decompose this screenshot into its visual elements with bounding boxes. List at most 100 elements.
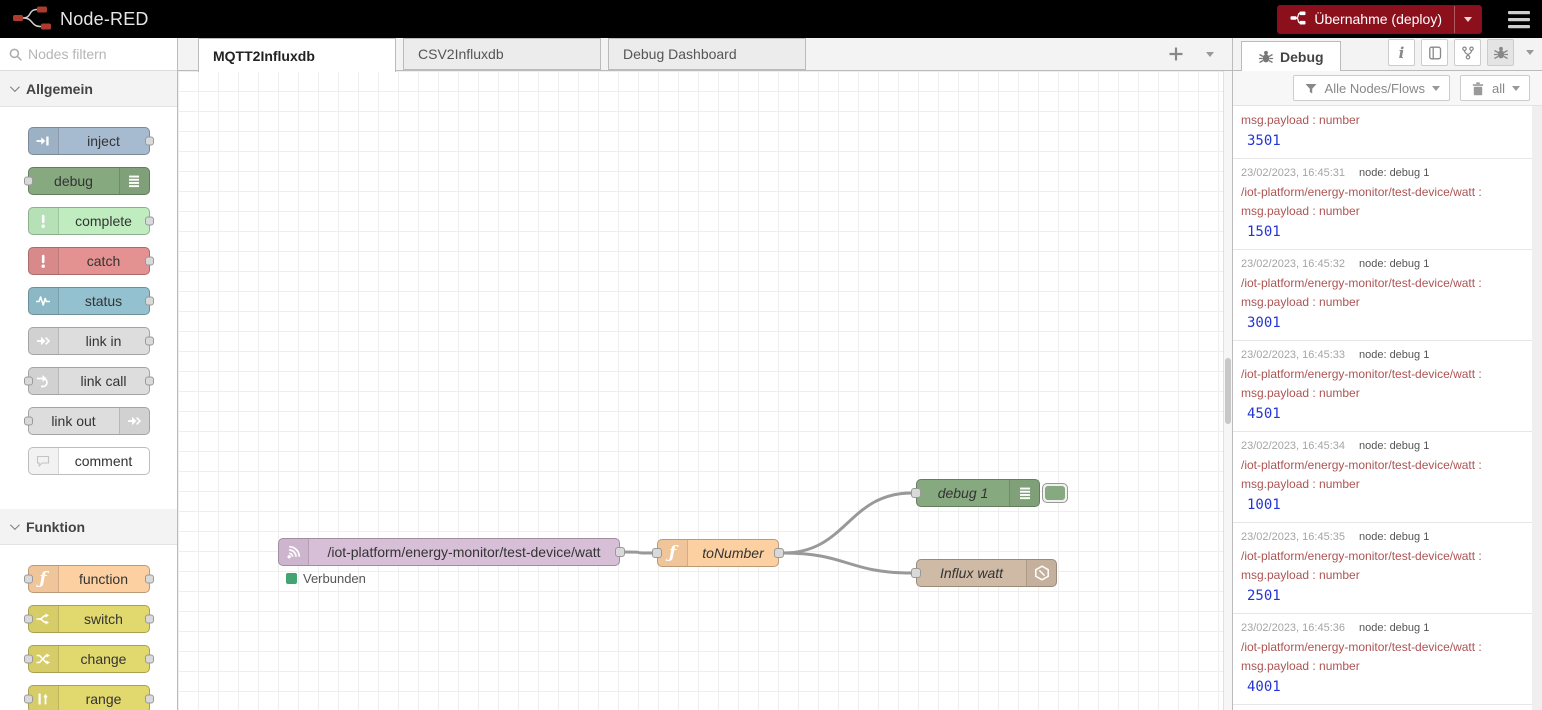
comment-icon	[28, 448, 59, 474]
flow-list-caret[interactable]	[1206, 51, 1214, 57]
node-red-logo-icon	[12, 5, 52, 34]
palette-node-link-out[interactable]: link out	[23, 407, 150, 435]
catch-icon	[28, 248, 59, 274]
node-port-in[interactable]	[23, 176, 33, 186]
sidebar-tabs-caret[interactable]	[1526, 50, 1534, 55]
debug-value: 1001	[1247, 497, 1281, 513]
palette-node-debug[interactable]: debug	[23, 167, 150, 195]
palette-node-link-in[interactable]: link in	[27, 327, 154, 355]
debug-clear-label: all	[1491, 80, 1505, 96]
flow-node-debug-1[interactable]: debug 1	[911, 479, 1040, 507]
bug-icon	[1258, 49, 1273, 64]
debug-topic: /iot-platform/energy-monitor/test-device…	[1241, 549, 1482, 563]
palette-node-range[interactable]: range	[23, 685, 154, 710]
node-port-out[interactable]	[144, 654, 154, 664]
palette-node-label: comment	[74, 453, 133, 469]
flow-node-label: /iot-platform/energy-monitor/test-device…	[327, 544, 601, 560]
add-flow-button[interactable]	[1168, 46, 1184, 62]
palette-node-label: switch	[84, 611, 123, 627]
node-port-out[interactable]	[144, 614, 154, 624]
debug-value: 3001	[1247, 315, 1281, 331]
wire-mqtt-in-to-to-number[interactable]	[622, 550, 655, 555]
status-icon	[28, 288, 59, 314]
wire-to-number-to-influx-watt[interactable]	[781, 551, 914, 575]
wire-to-number-to-debug-1[interactable]	[781, 491, 914, 555]
debug-property: msg.payload : number	[1241, 477, 1360, 491]
canvas-scrollbar[interactable]	[1223, 71, 1232, 710]
node-port-in[interactable]	[23, 416, 33, 426]
node-port-out[interactable]	[615, 547, 625, 557]
palette-node-inject[interactable]: inject	[27, 127, 154, 155]
canvas-scrollbar-thumb[interactable]	[1225, 358, 1231, 424]
sidebar-tool-branch[interactable]	[1454, 39, 1481, 66]
node-port-in[interactable]	[23, 654, 33, 664]
main-menu-button[interactable]	[1508, 10, 1530, 29]
status-text: Verbunden	[303, 571, 366, 586]
node-port-in[interactable]	[23, 574, 33, 584]
debug-value: 4001	[1247, 679, 1281, 695]
palette-node-change[interactable]: change	[23, 645, 154, 673]
debug-value: 4501	[1247, 406, 1281, 422]
debug-topic: /iot-platform/energy-monitor/test-device…	[1241, 276, 1482, 290]
tab-debug-dashboard[interactable]: Debug Dashboard	[608, 38, 806, 70]
sidebar-tool-bug[interactable]	[1487, 39, 1514, 66]
node-port-out[interactable]	[144, 574, 154, 584]
node-port-in[interactable]	[23, 694, 33, 704]
debug-clear-button[interactable]: all	[1459, 75, 1530, 101]
tab-mqtt2influxdb[interactable]: MQTT2Influxdb	[198, 38, 396, 72]
sidebar-tool-info[interactable]: i	[1388, 39, 1415, 66]
debug-property: msg.payload : number	[1241, 204, 1360, 218]
palette-node-comment[interactable]: comment	[27, 447, 150, 475]
deploy-label: Übernahme (deploy)	[1314, 11, 1442, 27]
tab-csv2influxdb[interactable]: CSV2Influxdb	[403, 38, 601, 70]
debug-scrollbar[interactable]	[1532, 106, 1542, 710]
node-port-in[interactable]	[23, 614, 33, 624]
flow-node-influx-watt[interactable]: Influx watt	[911, 559, 1057, 587]
node-port-out[interactable]	[144, 376, 154, 386]
sidebar-tool-book[interactable]	[1421, 39, 1448, 66]
deploy-options-caret[interactable]	[1454, 5, 1481, 33]
palette-section-funktion[interactable]: Funktion	[0, 509, 177, 545]
node-port-out[interactable]	[144, 296, 154, 306]
node-port-in[interactable]	[911, 488, 921, 498]
node-port-in[interactable]	[911, 568, 921, 578]
flow-canvas[interactable]: /iot-platform/energy-monitor/test-device…	[178, 71, 1232, 710]
node-port-out[interactable]	[144, 336, 154, 346]
debug-property: msg.payload : number	[1241, 113, 1360, 127]
debug-filterbar: Alle Nodes/Flows all	[1233, 71, 1542, 106]
debug-enable-toggle[interactable]	[1042, 483, 1068, 503]
node-port-out[interactable]	[144, 256, 154, 266]
debug-value: 1501	[1247, 224, 1281, 240]
node-port-out[interactable]	[774, 548, 784, 558]
node-port-in[interactable]	[23, 376, 33, 386]
debug-filter-button[interactable]: Alle Nodes/Flows	[1292, 75, 1450, 101]
node-port-in[interactable]	[652, 548, 662, 558]
flow-node-mqtt-in[interactable]: /iot-platform/energy-monitor/test-device…	[278, 538, 625, 566]
tab-debug[interactable]: Debug	[1241, 41, 1341, 71]
palette-node-complete[interactable]: complete	[27, 207, 154, 235]
debug-tab-label: Debug	[1280, 48, 1324, 65]
palette-section-allgemein[interactable]: Allgemein	[0, 71, 177, 107]
info-icon: i	[1398, 43, 1405, 62]
link-in-icon	[28, 328, 59, 354]
deploy-button[interactable]: Übernahme (deploy)	[1277, 4, 1482, 34]
debug-toggle-state	[1045, 486, 1065, 500]
palette-search[interactable]	[0, 38, 177, 71]
node-port-out[interactable]	[144, 694, 154, 704]
palette-node-label: link in	[85, 333, 122, 349]
palette-search-input[interactable]	[28, 46, 169, 62]
palette-node-switch[interactable]: switch	[23, 605, 154, 633]
palette-node-link-call[interactable]: link call	[23, 367, 154, 395]
palette-node-status[interactable]: status	[27, 287, 154, 315]
node-port-out[interactable]	[144, 136, 154, 146]
debug-timestamp: 23/02/2023, 16:45:36	[1241, 622, 1345, 634]
node-port-out[interactable]	[144, 216, 154, 226]
search-icon	[8, 47, 22, 61]
palette-node-catch[interactable]: catch	[27, 247, 154, 275]
